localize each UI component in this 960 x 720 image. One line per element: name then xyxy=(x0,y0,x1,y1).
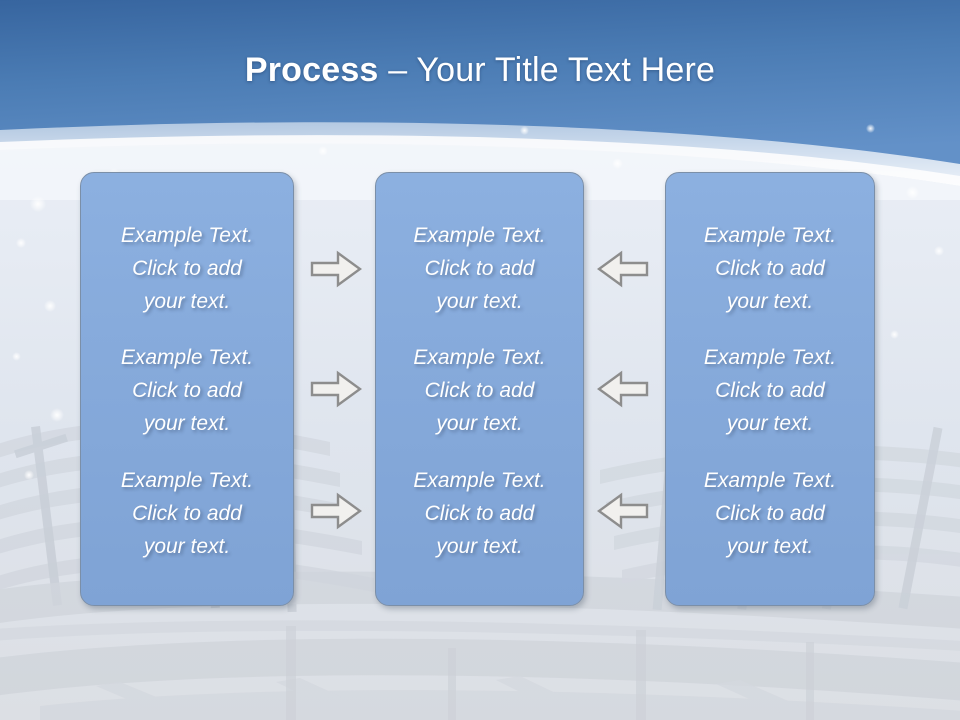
process-text-left-2[interactable]: Example Text. Click to add your text. xyxy=(120,346,254,436)
process-text-right-1[interactable]: Example Text. Click to add your text. xyxy=(703,223,837,313)
process-box-left[interactable]: Example Text. Click to add your text. Ex… xyxy=(80,172,294,606)
process-text-center-1[interactable]: Example Text. Click to add your text. xyxy=(413,223,546,313)
process-box-right[interactable]: Example Text. Click to add your text. Ex… xyxy=(665,172,875,606)
arrow-right-icon[interactable] xyxy=(310,370,362,408)
process-text-left-3[interactable]: Example Text. Click to add your text. xyxy=(120,469,254,559)
arrow-right-icon[interactable] xyxy=(310,492,362,530)
process-text-left-1[interactable]: Example Text. Click to add your text. xyxy=(120,223,254,313)
process-box-center[interactable]: Example Text. Click to add your text. Ex… xyxy=(375,172,584,606)
arrow-left-icon[interactable] xyxy=(597,370,649,408)
arrow-left-icon[interactable] xyxy=(597,250,649,288)
process-text-right-3[interactable]: Example Text. Click to add your text. xyxy=(703,469,837,559)
process-text-center-2[interactable]: Example Text. Click to add your text. xyxy=(413,346,546,436)
process-text-right-2[interactable]: Example Text. Click to add your text. xyxy=(703,346,837,436)
background-header-swoosh xyxy=(0,0,960,200)
arrow-right-icon[interactable] xyxy=(310,250,362,288)
process-text-center-3[interactable]: Example Text. Click to add your text. xyxy=(413,469,546,559)
slide-title: Process – Your Title Text Here xyxy=(0,48,960,92)
arrow-left-icon[interactable] xyxy=(597,492,649,530)
title-rest: – Your Title Text Here xyxy=(378,51,716,89)
title-strong: Process xyxy=(244,51,379,89)
